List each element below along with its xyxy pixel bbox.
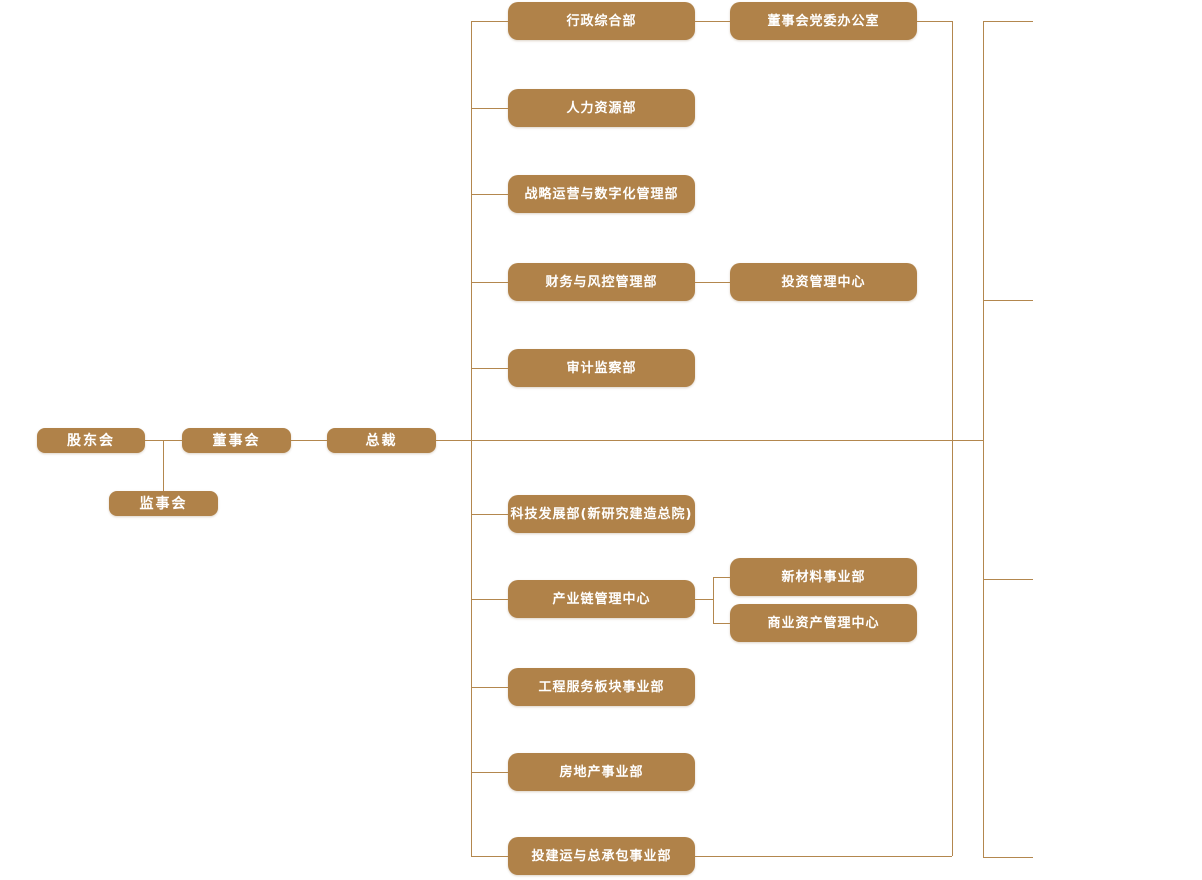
railb-open-stub-3 [983, 579, 1033, 580]
rail-stub-finance-risk [471, 282, 508, 283]
org-node-real-estate: 房地产事业部 [508, 753, 695, 791]
rail-stub-real-estate [471, 772, 508, 773]
bracket-stub-new-materials [713, 577, 730, 578]
org-node-president: 总裁 [327, 428, 436, 453]
org-node-tech-development: 科技发展部(新研究建造总院) [508, 495, 695, 533]
connector-supervisory-drop [163, 440, 164, 491]
rail-stub-audit-supervision [471, 368, 508, 369]
connector-industrychain-stem [695, 599, 713, 600]
org-node-board-party-office: 董事会党委办公室 [730, 2, 917, 40]
department-rail [471, 21, 472, 856]
org-node-strategy-digital: 战略运营与数字化管理部 [508, 175, 695, 213]
org-node-invest-build-epc: 投建运与总承包事业部 [508, 837, 695, 875]
right-rail-a [952, 21, 953, 856]
org-node-admin-general: 行政综合部 [508, 2, 695, 40]
railb-open-stub-1 [983, 21, 1033, 22]
org-node-finance-risk: 财务与风控管理部 [508, 263, 695, 301]
connector-boardpartyoffice-raila [917, 21, 952, 22]
rail-stub-tech-development [471, 514, 508, 515]
bracket-stub-commercial-assets [713, 623, 730, 624]
org-node-human-resources: 人力资源部 [508, 89, 695, 127]
org-node-shareholders: 股东会 [37, 428, 145, 453]
connector-president-trunk [436, 440, 983, 441]
rail-stub-industry-chain [471, 599, 508, 600]
connector-investbuildepc-raila [695, 856, 952, 857]
rail-stub-human-resources [471, 108, 508, 109]
org-node-investment-center: 投资管理中心 [730, 263, 917, 301]
railb-open-stub-4 [983, 857, 1033, 858]
rail-stub-strategy-digital [471, 194, 508, 195]
railb-open-stub-2 [983, 300, 1033, 301]
org-node-audit-supervision: 审计监察部 [508, 349, 695, 387]
connector-board-president [291, 440, 327, 441]
rail-stub-admin-general [471, 21, 508, 22]
rail-stub-invest-build-epc [471, 856, 508, 857]
connector-finance-investmentcenter [695, 282, 730, 283]
org-node-new-materials: 新材料事业部 [730, 558, 917, 596]
industrychain-bracket-rail [713, 577, 714, 623]
org-node-industry-chain: 产业链管理中心 [508, 580, 695, 618]
org-node-board-of-directors: 董事会 [182, 428, 291, 453]
right-rail-b [983, 21, 984, 857]
rail-stub-engineering-services [471, 687, 508, 688]
org-node-supervisory-board: 监事会 [109, 491, 218, 516]
org-node-commercial-assets: 商业资产管理中心 [730, 604, 917, 642]
org-node-engineering-services: 工程服务板块事业部 [508, 668, 695, 706]
connector-admin-boardpartyoffice [695, 21, 730, 22]
